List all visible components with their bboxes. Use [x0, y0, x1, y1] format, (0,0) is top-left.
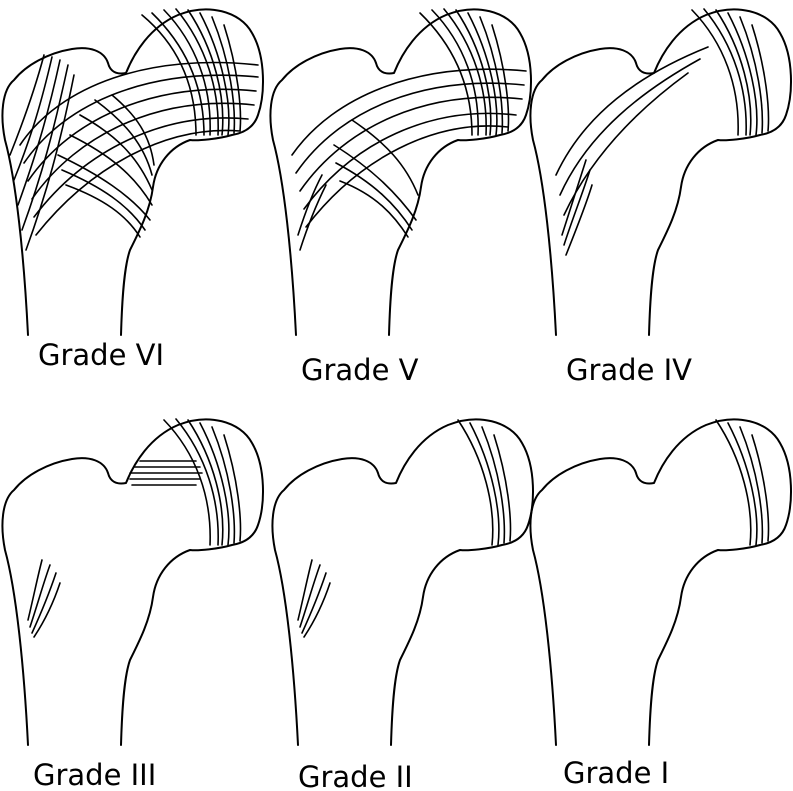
wards-triangle-tensile-remnant [129, 460, 203, 486]
femur-outline [1, 418, 264, 746]
panel-grade-iii: Grade III [1, 418, 264, 791]
femur-outline [271, 418, 534, 746]
panel-grade-iv: Grade IV [529, 8, 792, 387]
principal-compressive-trabeculae [715, 419, 770, 546]
principal-compressive-trabeculae [141, 8, 242, 136]
grade-label: Grade IV [566, 353, 692, 387]
principal-tensile-trabeculae [291, 68, 527, 228]
principal-tensile-trabeculae [19, 61, 259, 236]
grade-label: Grade III [33, 758, 156, 791]
secondary-compressive-trabeculae [333, 119, 419, 238]
panel-grade-i: Grade I [529, 418, 792, 790]
greater-trochanter-trabeculae [27, 559, 61, 638]
secondary-compressive-trabeculae [57, 94, 155, 238]
principal-compressive-trabeculae [163, 418, 242, 546]
greater-trochanter-trabeculae [297, 559, 331, 638]
femur-outline [529, 418, 792, 746]
greater-trochanter-trabeculae [297, 174, 327, 251]
greater-trochanter-trabeculae [561, 159, 593, 256]
principal-compressive-trabeculae [457, 419, 512, 546]
panel-grade-ii: Grade II [271, 418, 534, 791]
femur-outline [269, 8, 532, 336]
grade-label: Grade I [563, 756, 669, 790]
grade-label: Grade II [298, 760, 413, 791]
principal-compressive-trabeculae [691, 8, 770, 136]
grade-label: Grade V [301, 353, 419, 387]
principal-tensile-trabeculae [555, 46, 709, 216]
principal-compressive-trabeculae [419, 8, 510, 136]
panel-grade-vi: Grade VI [1, 8, 264, 372]
panel-grade-v: Grade V [269, 8, 532, 387]
grade-label: Grade VI [38, 338, 164, 372]
femur-outline [529, 8, 792, 336]
greater-trochanter-trabeculae [9, 54, 75, 251]
